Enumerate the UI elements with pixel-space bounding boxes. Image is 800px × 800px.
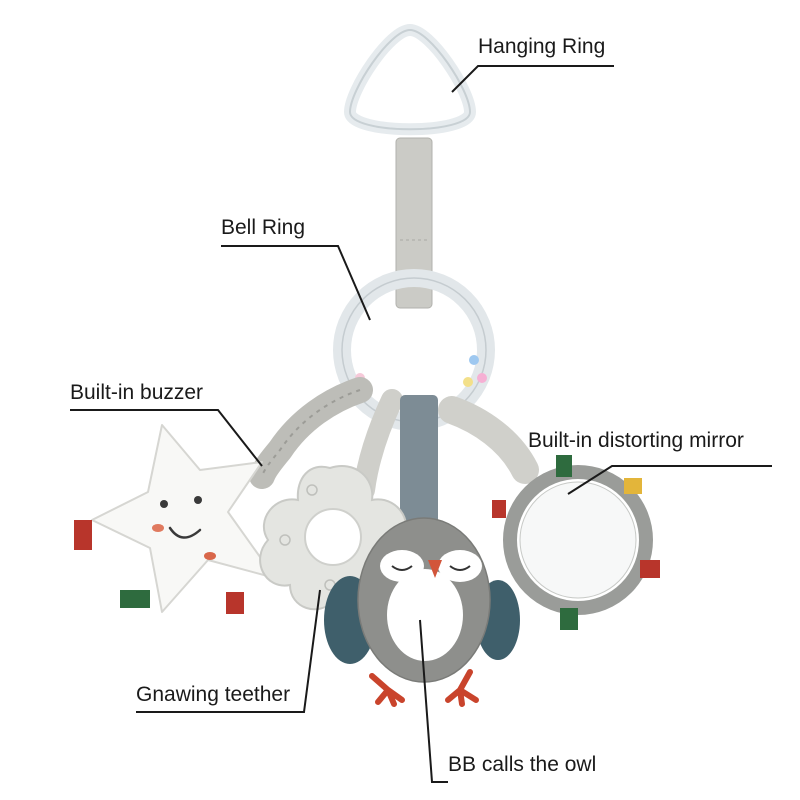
tag-green — [120, 590, 150, 608]
elastic-cord — [249, 377, 373, 489]
label-hanging-ring: Hanging Ring — [478, 35, 606, 58]
callout-hanging-ring — [451, 65, 614, 93]
callout-owl — [419, 619, 448, 783]
label-owl: BB calls the owl — [448, 753, 597, 776]
callout-mirror — [567, 465, 772, 495]
callout-teether — [136, 589, 321, 713]
hanging-ring — [343, 23, 477, 136]
callout-bell-ring — [221, 245, 371, 321]
label-distorting-mirror: Built-in distorting mirror — [528, 429, 744, 452]
label-gnawing-teether: Gnawing teether — [136, 683, 291, 706]
label-bell-ring: Bell Ring — [221, 216, 306, 239]
callout-buzzer — [70, 409, 263, 467]
star-plush — [91, 424, 276, 613]
mirror-strap — [438, 396, 539, 484]
callout-lines — [70, 65, 772, 783]
tag-red — [74, 520, 92, 550]
top-strap — [395, 137, 433, 309]
label-built-in-buzzer: Built-in buzzer — [70, 381, 204, 404]
